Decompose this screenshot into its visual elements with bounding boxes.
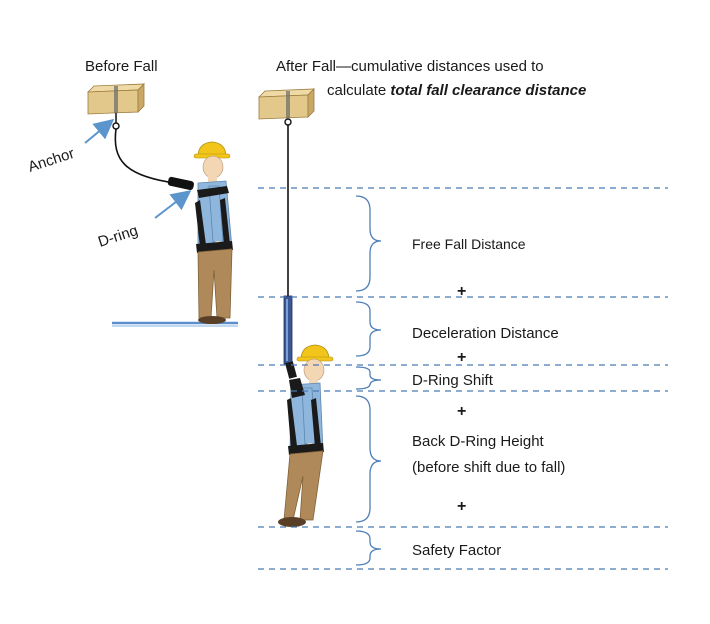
- shock-absorber-highlight: [286, 299, 288, 361]
- segment-label-safety-factor: Safety Factor: [412, 542, 501, 559]
- anchor-ring-icon: [112, 122, 120, 130]
- brace-free-fall: [355, 195, 382, 292]
- worker-after-icon: [278, 344, 334, 527]
- dring-label: D-ring: [96, 222, 140, 251]
- plus-sign-2: +: [457, 349, 466, 366]
- worker-before-icon: [193, 141, 233, 324]
- plus-sign-1: +: [457, 283, 466, 300]
- after-fall-title-emphasis: total fall clearance distance: [390, 82, 586, 99]
- plus-sign-3: +: [457, 403, 466, 420]
- shock-pack-before: [167, 176, 194, 191]
- segment-label-free-fall: Free Fall Distance: [412, 236, 526, 252]
- anchor-arrow: [84, 118, 115, 144]
- lanyard-before: [114, 128, 176, 184]
- segment-label-back-dring-line2: (before shift due to fall): [412, 459, 565, 476]
- reference-lines: [258, 187, 668, 570]
- after-fall-title-rest: cumulative distances used to: [351, 58, 544, 75]
- anchor-beam-after: [257, 88, 316, 120]
- plus-sign-4: +: [457, 498, 466, 515]
- brace-back-dring: [355, 395, 382, 523]
- after-fall-title-dash: —: [336, 58, 351, 75]
- after-fall-title-prefix: After Fall: [276, 58, 336, 75]
- brace-dring-shift: [355, 366, 382, 390]
- after-fall-title-line2-prefix: calculate: [327, 82, 390, 99]
- after-fall-title-line2: calculate total fall clearance distance: [327, 82, 586, 99]
- anchor-beam-before: [86, 83, 146, 115]
- anchor-label: Anchor: [26, 145, 76, 176]
- segment-label-back-dring: Back D-Ring Height: [412, 433, 545, 450]
- segment-label-deceleration: Deceleration Distance: [412, 325, 559, 342]
- segment-label-dring-shift: D-Ring Shift: [412, 372, 494, 389]
- braces: [355, 195, 382, 566]
- before-fall-title: Before Fall: [85, 58, 158, 75]
- brace-deceleration: [355, 301, 382, 357]
- after-fall-title-line1: After Fall—cumulative distances used to: [276, 58, 544, 75]
- brace-safety-factor: [355, 530, 382, 566]
- dring-arrow: [154, 190, 192, 219]
- anchor-ring-after-icon: [284, 118, 292, 126]
